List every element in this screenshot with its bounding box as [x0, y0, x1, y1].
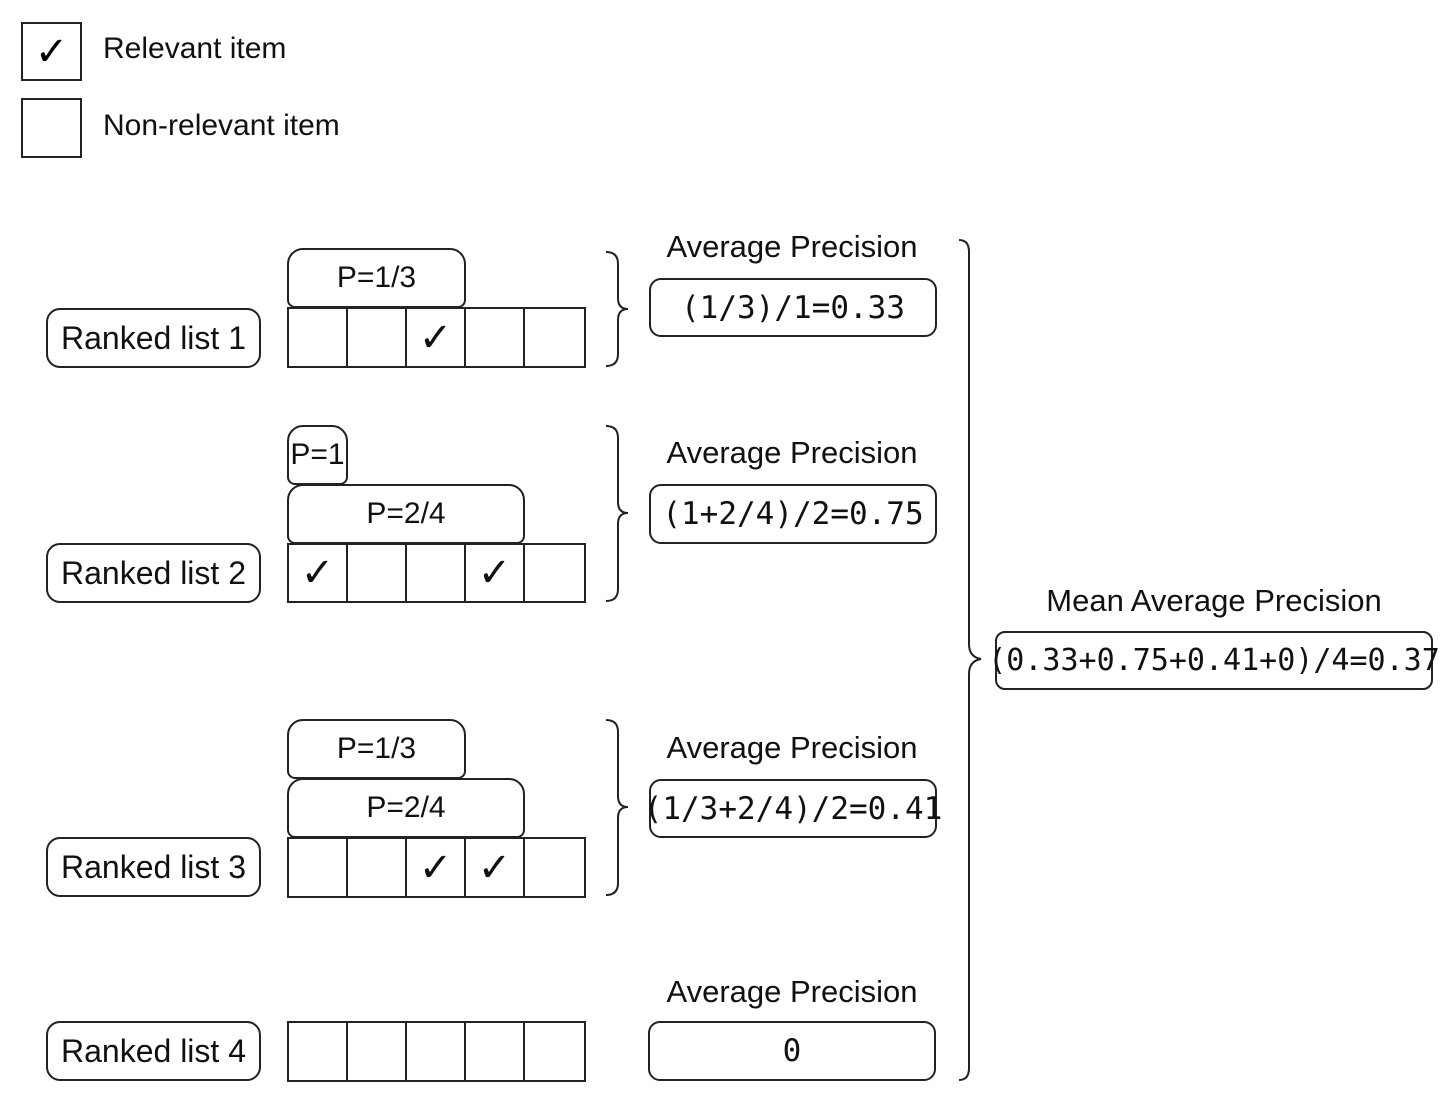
relevant-cell: ✓ — [289, 545, 348, 601]
ranked-list-3-row: ✓ ✓ — [287, 837, 586, 898]
relevant-cell: ✓ — [407, 309, 466, 366]
non-relevant-cell — [466, 1023, 525, 1080]
non-relevant-cell — [525, 839, 584, 896]
list-1-brace — [605, 251, 629, 367]
non-relevant-cell — [348, 839, 407, 896]
non-relevant-cell — [348, 545, 407, 601]
map-title: Mean Average Precision — [1046, 583, 1382, 618]
ap-formula: (1+2/4)/2=0.75 — [649, 484, 937, 544]
ap-formula: 0 — [648, 1021, 936, 1081]
ranked-list-2-row: ✓ ✓ — [287, 543, 586, 603]
legend-non-relevant-label: Non-relevant item — [103, 109, 340, 142]
list-2-brace — [605, 425, 629, 602]
non-relevant-cell — [466, 309, 525, 366]
precision-label: P=2/4 — [287, 778, 525, 838]
check-icon: ✓ — [418, 844, 453, 891]
ap-title: Average Precision — [666, 435, 918, 470]
ap-title: Average Precision — [666, 730, 918, 765]
check-icon: ✓ — [477, 844, 512, 891]
ap-title: Average Precision — [666, 229, 918, 264]
non-relevant-cell — [348, 1023, 407, 1080]
map-formula: (0.33+0.75+0.41+0)/4=0.37 — [988, 631, 1440, 690]
non-relevant-cell — [289, 1023, 348, 1080]
relevant-cell: ✓ — [466, 545, 525, 601]
relevant-cell: ✓ — [407, 839, 466, 896]
precision-label: P=1/3 — [287, 719, 466, 779]
check-icon: ✓ — [34, 28, 69, 75]
precision-label: P=1 — [287, 425, 348, 485]
check-icon: ✓ — [418, 314, 453, 361]
non-relevant-cell — [289, 839, 348, 896]
relevant-cell: ✓ — [466, 839, 525, 896]
ranked-list-2-label: Ranked list 2 — [46, 543, 261, 603]
ap-formula: (1/3)/1=0.33 — [649, 278, 937, 337]
non-relevant-cell — [407, 1023, 466, 1080]
check-icon: ✓ — [300, 550, 335, 596]
legend-non-relevant-box — [21, 98, 82, 158]
ap-title: Average Precision — [666, 974, 918, 1009]
mean-brace — [958, 239, 982, 1081]
ranked-list-4-row — [287, 1021, 586, 1082]
non-relevant-cell — [525, 545, 584, 601]
legend-relevant-label: Relevant item — [103, 32, 287, 65]
non-relevant-cell — [525, 309, 584, 366]
ranked-list-1-row: ✓ — [287, 307, 586, 368]
non-relevant-cell — [525, 1023, 584, 1080]
ranked-list-3-label: Ranked list 3 — [46, 837, 261, 897]
non-relevant-cell — [289, 309, 348, 366]
precision-label: P=1/3 — [287, 248, 466, 308]
ranked-list-1-label: Ranked list 1 — [46, 308, 261, 368]
non-relevant-cell — [348, 309, 407, 366]
non-relevant-cell — [407, 545, 466, 601]
precision-label: P=2/4 — [287, 484, 525, 544]
legend-relevant-box: ✓ — [21, 22, 82, 81]
check-icon: ✓ — [477, 550, 512, 596]
ranked-list-4-label: Ranked list 4 — [46, 1021, 261, 1081]
ap-formula: (1/3+2/4)/2=0.41 — [644, 779, 942, 838]
list-3-brace — [605, 719, 629, 896]
